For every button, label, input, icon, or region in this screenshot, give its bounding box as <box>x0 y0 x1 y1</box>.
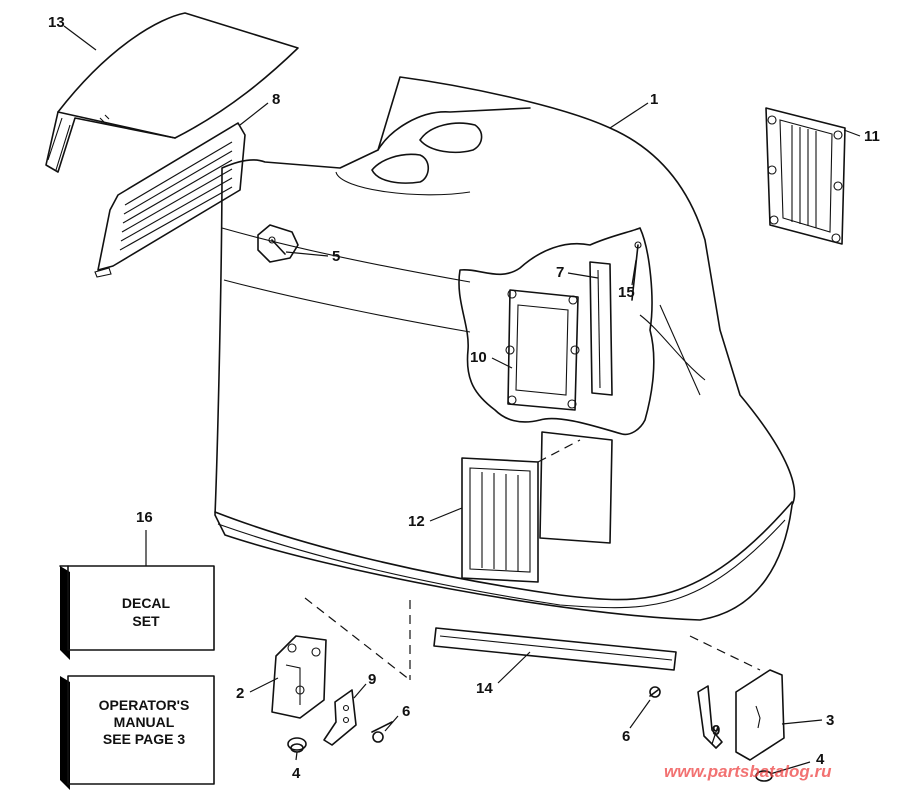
callout-1: 1 <box>650 91 658 108</box>
part-6-screw-right <box>649 686 661 698</box>
part-4-grommet-left <box>287 737 307 753</box>
callout-16: 16 <box>136 509 153 526</box>
callout-6-right: 6 <box>622 728 630 745</box>
manual-line2: MANUAL <box>114 714 175 730</box>
callout-11: 11 <box>864 128 880 145</box>
decal-line1: DECAL <box>122 595 171 611</box>
cutaway-window <box>458 227 655 436</box>
callout-9-left: 9 <box>368 671 376 688</box>
callout-12: 12 <box>408 513 425 530</box>
callout-4-right: 4 <box>816 751 825 768</box>
callout-8: 8 <box>272 91 280 108</box>
operators-manual-box: OPERATOR'S MANUAL SEE PAGE 3 <box>60 675 215 790</box>
callout-7: 7 <box>556 264 564 281</box>
callout-4-left: 4 <box>292 765 301 782</box>
part-4-grommet-right <box>755 770 773 782</box>
callout-10: 10 <box>470 349 487 366</box>
part-15-screw <box>631 244 639 301</box>
part-3-bracket <box>689 635 785 761</box>
callout-5: 5 <box>332 248 340 265</box>
callout-3: 3 <box>826 712 834 729</box>
callout-2: 2 <box>236 685 244 702</box>
callout-9-right: 9 <box>712 722 720 739</box>
part-16-decal-box: DECAL SET <box>59 530 215 660</box>
part-9-clip-right <box>697 685 723 749</box>
part-6-screw-left <box>371 721 393 743</box>
part-14-strip <box>433 627 677 671</box>
part-2-bracket <box>271 597 411 719</box>
callout-15: 15 <box>618 284 635 301</box>
part-11-side-grille <box>765 107 846 245</box>
part-13-top-cover <box>45 12 299 173</box>
part-9-clip-left <box>323 689 357 746</box>
callout-13: 13 <box>48 14 65 31</box>
watermark: www.partsbatalog.ru <box>664 762 832 781</box>
part-1-motor-cover <box>214 76 796 621</box>
decal-line2: SET <box>132 613 160 629</box>
manual-line3: SEE PAGE 3 <box>103 731 185 747</box>
leader-lines <box>63 25 861 775</box>
part-7-bracket <box>589 261 613 396</box>
part-8-grille <box>94 122 246 278</box>
callout-6-left: 6 <box>402 703 410 720</box>
callout-numbers: 1 2 3 4 4 5 6 6 7 8 9 9 10 11 12 13 14 1… <box>48 14 880 782</box>
part-5-plate <box>257 224 299 263</box>
manual-line1: OPERATOR'S <box>99 697 190 713</box>
part-12-lower-grille <box>461 431 613 583</box>
callout-14: 14 <box>476 680 493 697</box>
